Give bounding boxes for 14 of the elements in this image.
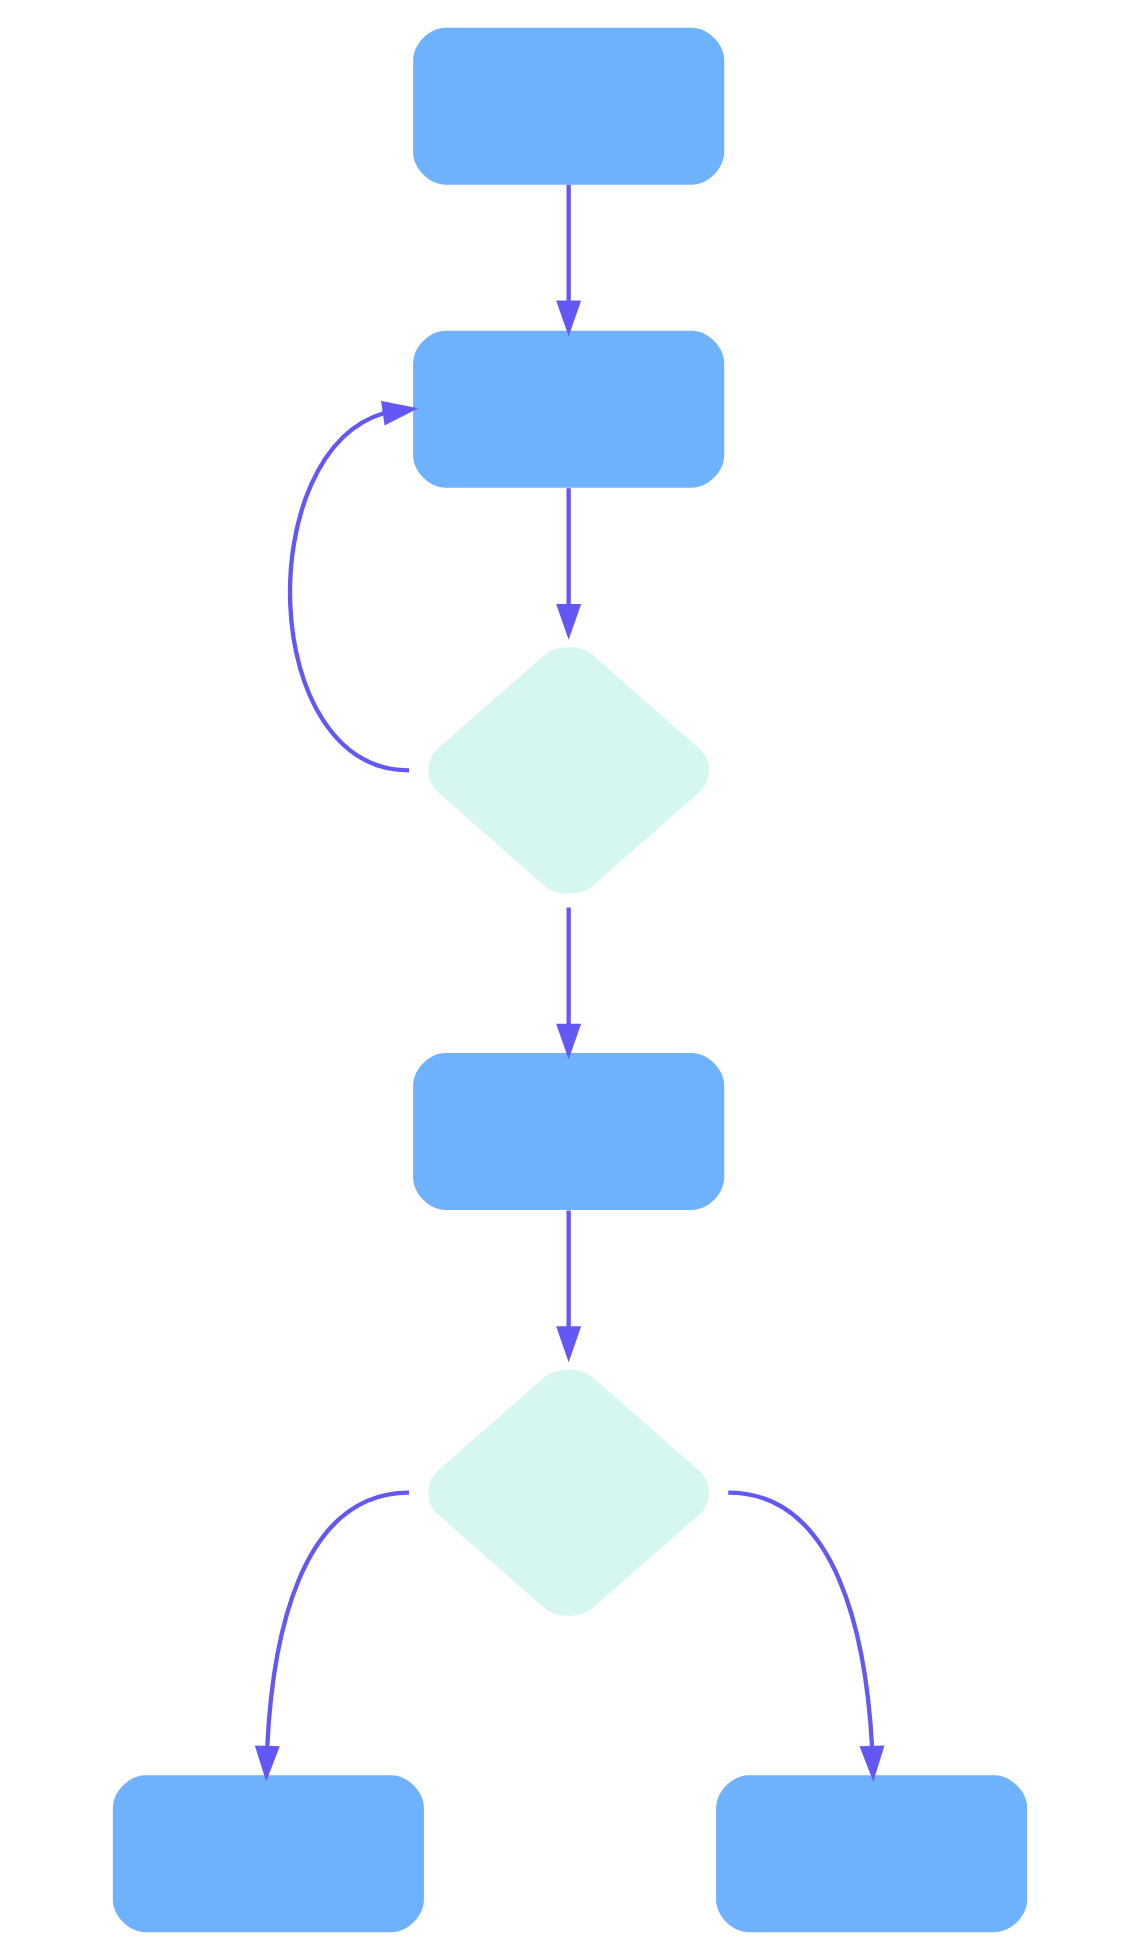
arrow	[287, 400, 418, 773]
node-diamond	[427, 647, 708, 894]
node-diamond	[427, 1369, 708, 1616]
node-box	[412, 1053, 724, 1210]
arrow	[555, 907, 581, 1060]
arrow	[555, 1210, 581, 1363]
arrow	[253, 1490, 409, 1782]
arrow	[555, 184, 581, 337]
node-box	[111, 1775, 423, 1933]
arrow	[555, 488, 581, 640]
arrow	[727, 1490, 884, 1782]
node-box	[412, 330, 724, 488]
node-box	[715, 1775, 1027, 1933]
node-box	[412, 27, 724, 185]
